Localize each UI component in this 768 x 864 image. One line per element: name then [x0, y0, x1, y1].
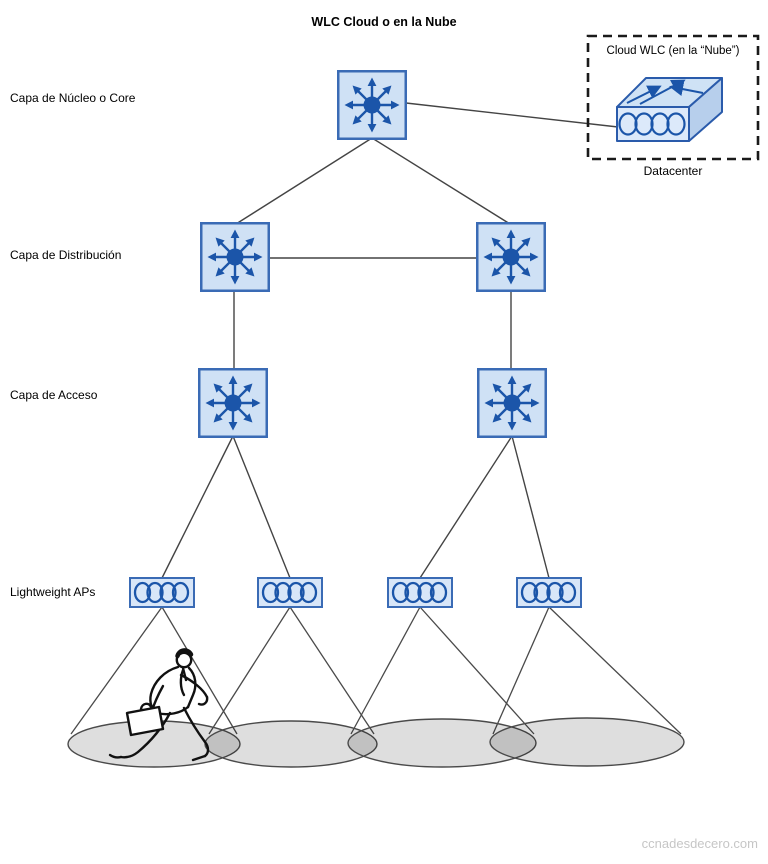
datacenter-caption: Datacenter: [643, 164, 703, 178]
lightweight-ap-2-icon: [256, 576, 324, 609]
coverage-cells: [67, 717, 685, 768]
layer-label-core: Capa de Núcleo o Core: [10, 91, 136, 105]
user-figure: [108, 648, 210, 762]
watermark: ccnadesdecero.com: [641, 836, 758, 851]
lightweight-ap-4-icon: [515, 576, 583, 609]
layer-label-aps: Lightweight APs: [10, 585, 96, 599]
layer-label-access: Capa de Acceso: [10, 388, 98, 402]
lightweight-ap-1-icon: [128, 576, 196, 609]
coverage-cones: [70, 606, 682, 735]
cloud-wlc-label: Cloud WLC (en la “Nube”): [606, 45, 740, 57]
coverage-cell: [489, 717, 685, 767]
lightweight-ap-3-icon: [386, 576, 454, 609]
topology-links: [161, 102, 619, 579]
distribution-switch-2-icon: [477, 223, 545, 291]
distribution-switch-1-icon: [201, 223, 269, 291]
core-switch-icon: [338, 71, 406, 139]
access-switch-2-icon: [478, 369, 546, 437]
coverage-cell: [347, 718, 537, 768]
access-switch-1-icon: [199, 369, 267, 437]
layer-label-distribution: Capa de Distribución: [10, 248, 122, 262]
wlc-device-icon: [616, 77, 723, 142]
datacenter-dashed-box: [586, 34, 760, 161]
diagram-title: WLC Cloud o en la Nube: [311, 15, 457, 29]
